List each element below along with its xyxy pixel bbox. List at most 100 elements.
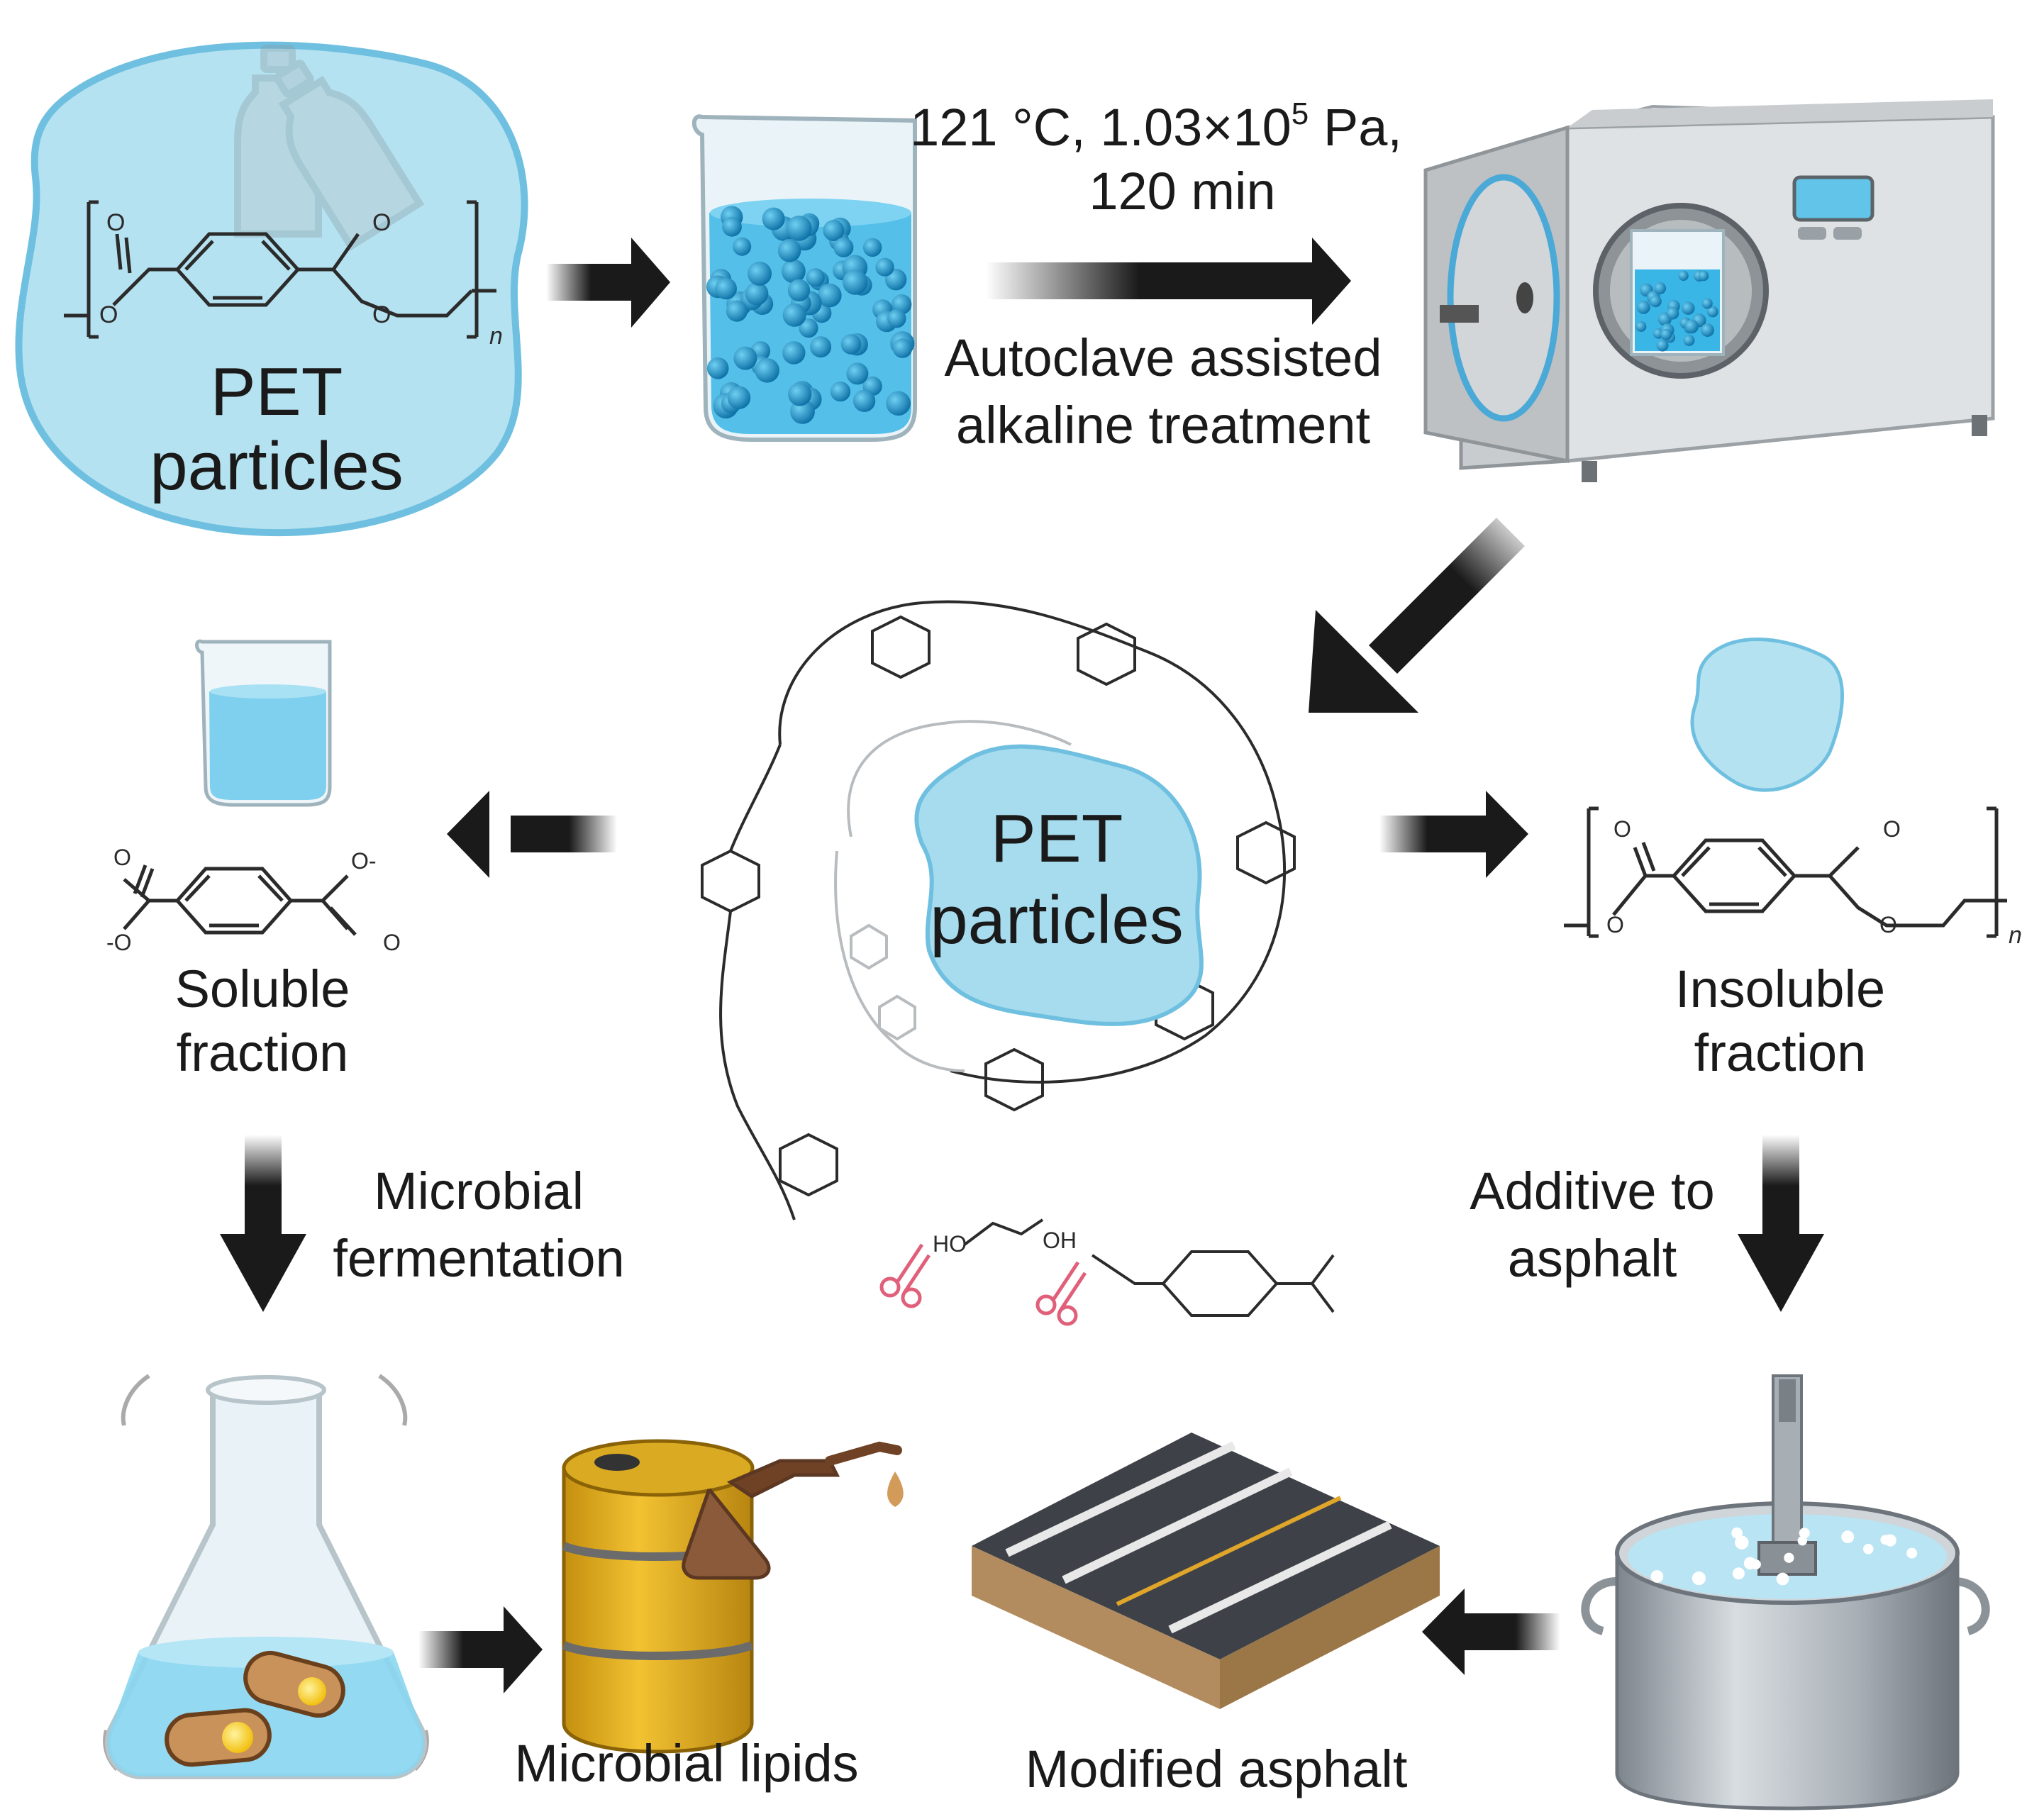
autoclave-beads bbox=[1635, 270, 1718, 352]
chem-ho-group: HO bbox=[933, 1231, 967, 1257]
flow-arrow-right bbox=[546, 238, 670, 328]
product-label-lipids: Microbial lipids bbox=[514, 1734, 858, 1793]
chem-o-atom: O bbox=[372, 301, 391, 328]
pet-bead bbox=[1701, 298, 1713, 309]
asphalt-step-label-line-2: asphalt bbox=[1508, 1229, 1677, 1288]
insoluble-label-line-2: fraction bbox=[1694, 1023, 1867, 1082]
chem-o-atom: O bbox=[383, 930, 401, 955]
pet-bead bbox=[1698, 270, 1709, 282]
pet-label-top-line-2: particles bbox=[150, 428, 403, 504]
pet-bead bbox=[727, 386, 751, 409]
plastic-bottle-icon bbox=[234, 45, 425, 252]
soluble-label-line-2: fraction bbox=[177, 1023, 349, 1082]
pet-bead bbox=[786, 216, 812, 241]
chem-o-atom: O bbox=[1883, 816, 1901, 842]
ethylene-glycol-structure bbox=[963, 1218, 1044, 1246]
pet-repeat-unit-structure bbox=[64, 200, 496, 339]
water-bubble bbox=[1731, 1527, 1743, 1539]
oil-barrel-icon bbox=[562, 1439, 755, 1754]
scissors-icon bbox=[1035, 1261, 1087, 1326]
water-bubble bbox=[1692, 1572, 1706, 1586]
pet-bead bbox=[875, 257, 894, 277]
pet-bead bbox=[706, 357, 729, 379]
pet-bead bbox=[788, 382, 812, 406]
autoclave-machine bbox=[1423, 99, 1995, 482]
water-bubble bbox=[1732, 1567, 1745, 1580]
pet-bead bbox=[1635, 321, 1647, 332]
pet-bead bbox=[843, 269, 868, 295]
water-bubble bbox=[1841, 1530, 1855, 1544]
pet-particles-blob-small bbox=[1690, 638, 1844, 792]
pet-bead bbox=[1682, 301, 1695, 315]
flow-arrow-down bbox=[220, 1135, 306, 1312]
conditions-line-2: 120 min bbox=[1089, 162, 1275, 221]
beaker-soluble bbox=[195, 639, 332, 807]
pet-bead bbox=[799, 318, 818, 338]
product-label-asphalt: Modified asphalt bbox=[1026, 1740, 1408, 1798]
pet-bead bbox=[1678, 270, 1689, 281]
pet-particles-blob-top bbox=[15, 41, 528, 537]
pet-bead bbox=[862, 238, 882, 257]
pet-bead bbox=[846, 362, 869, 385]
chem-o-atom: O bbox=[1879, 912, 1897, 938]
water-bubble bbox=[1797, 1536, 1807, 1546]
fermentation-label-line-2: fermentation bbox=[333, 1229, 624, 1288]
pet-bead bbox=[782, 303, 806, 327]
process-label-line-1: Autoclave assisted bbox=[944, 328, 1382, 387]
pet-bead bbox=[1660, 328, 1672, 340]
water-bubble bbox=[1863, 1544, 1874, 1554]
bacterium-cell bbox=[165, 1708, 272, 1767]
pet-bead bbox=[1701, 323, 1714, 337]
pet-bead bbox=[733, 237, 752, 256]
pet-bead bbox=[833, 237, 854, 257]
pet-bead bbox=[1666, 307, 1679, 320]
modified-asphalt-tile bbox=[972, 1433, 1440, 1709]
water-bubble bbox=[1650, 1570, 1664, 1583]
pet-bead bbox=[1656, 339, 1669, 352]
pet-bead bbox=[782, 341, 806, 365]
water-bubble bbox=[1884, 1534, 1896, 1547]
pot-bubbles bbox=[1650, 1527, 1918, 1586]
bacterium-cell bbox=[243, 1650, 345, 1718]
chem-o-atom: O bbox=[372, 209, 391, 236]
subscript-n-label: n bbox=[2009, 922, 2022, 949]
beaker-beads bbox=[706, 206, 915, 424]
pet-bead bbox=[823, 220, 845, 241]
water-bubble bbox=[1735, 1535, 1749, 1550]
water-bubble bbox=[1784, 1552, 1794, 1563]
pet-bead bbox=[806, 268, 825, 287]
pet-bead bbox=[840, 334, 862, 355]
water-bubble bbox=[1906, 1547, 1918, 1559]
erlenmeyer-flask bbox=[103, 1374, 429, 1779]
pet-bead bbox=[748, 261, 772, 286]
terephthalate-fragment bbox=[1091, 1250, 1335, 1317]
asphalt-step-label-line-1: Additive to bbox=[1470, 1162, 1715, 1220]
pet-bead bbox=[1649, 295, 1662, 308]
scissors-icon bbox=[879, 1243, 931, 1308]
chem-o-atom: O bbox=[1606, 912, 1624, 938]
flow-arrow-right bbox=[986, 238, 1351, 325]
cooking-pot-with-mixer bbox=[1581, 1374, 1990, 1810]
pet-bead bbox=[887, 309, 906, 328]
pet-chain-ring-inner bbox=[834, 720, 1072, 1072]
pet-bead bbox=[830, 382, 851, 402]
pet-bead bbox=[782, 259, 806, 284]
pet-bead bbox=[810, 336, 832, 358]
pet-label-top-line-1: PET bbox=[211, 354, 343, 430]
pet-bead bbox=[762, 207, 785, 230]
chem-o-minus: -O bbox=[106, 930, 132, 955]
pet-bead bbox=[1684, 319, 1699, 334]
soluble-label-line-1: Soluble bbox=[175, 959, 350, 1018]
pet-bead bbox=[777, 239, 801, 262]
pet-chain-ring bbox=[701, 600, 1296, 1220]
pet-bead bbox=[1636, 300, 1650, 314]
flow-arrow-down bbox=[1738, 1135, 1824, 1312]
pet-bead bbox=[1683, 335, 1695, 346]
chem-o-atom: O bbox=[106, 209, 125, 236]
pet-bead bbox=[1706, 306, 1718, 318]
pet-bead bbox=[715, 277, 737, 300]
pet-label-center-line-1: PET bbox=[991, 801, 1123, 877]
flow-arrow-right bbox=[1379, 791, 1528, 878]
subscript-n-label: n bbox=[489, 323, 503, 350]
